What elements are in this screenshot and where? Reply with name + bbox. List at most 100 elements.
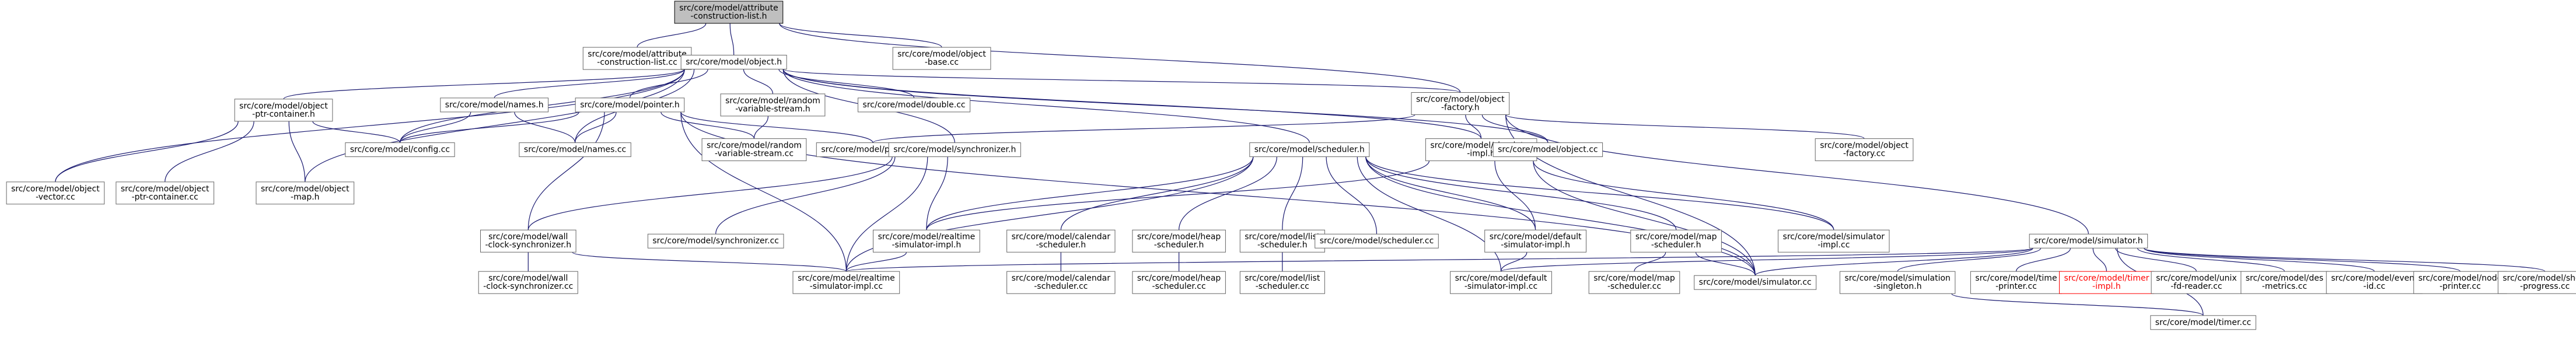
node-box <box>1132 229 1226 253</box>
edge-acl-h-to-factory-h <box>777 18 1461 93</box>
node-box <box>720 93 826 117</box>
file-node-object-h[interactable]: src/core/model/object.h <box>680 55 787 69</box>
file-node-acl-cc[interactable]: src/core/model/attribute-construction-li… <box>582 47 692 70</box>
node-label: src/core/model/scheduler.h <box>1254 145 1365 155</box>
node-box <box>1450 271 1552 294</box>
file-node-opc-h[interactable]: src/core/model/object-ptr-container.h <box>234 99 333 122</box>
file-node-defimpl-cc[interactable]: src/core/model/default-simulator-impl.cc <box>1450 271 1552 294</box>
file-node-timer-cc[interactable]: src/core/model/timer.cc <box>2150 315 2256 330</box>
file-node-rt-cc[interactable]: src/core/model/realtime-simulator-impl.c… <box>792 271 900 294</box>
node-label: src/core/model/synchronizer.h <box>893 145 1016 155</box>
file-node-acl-h[interactable]: src/core/model/attribute-construction-li… <box>674 1 784 24</box>
node-label: src/core/model/object.cc <box>1498 145 1598 155</box>
edge-object-h-to-names-h <box>494 64 687 99</box>
node-label: src/core/model/node <box>2418 274 2502 283</box>
node-box <box>6 181 105 205</box>
node-label: -factory.h <box>1441 103 1480 113</box>
node-label: src/core/model/calendar <box>1012 232 1111 242</box>
node-label: src/core/model/unix <box>2156 274 2236 283</box>
file-node-object-map-h[interactable]: src/core/model/object-map.h <box>256 181 355 205</box>
node-box <box>888 142 1021 158</box>
file-node-double-cc[interactable]: src/core/model/double.cc <box>858 97 971 113</box>
file-node-factory-cc[interactable]: src/core/model/object-factory.cc <box>1815 138 1914 162</box>
node-label: -scheduler.h <box>1651 240 1701 250</box>
file-node-object-base-cc[interactable]: src/core/model/object-base.cc <box>892 47 991 70</box>
file-node-list-cc[interactable]: src/core/model/list-scheduler.cc <box>1239 271 1325 294</box>
edge-acl-h-to-object-h <box>728 18 735 55</box>
file-node-rt-h[interactable]: src/core/model/realtime-simulator-impl.h <box>873 229 980 253</box>
file-node-config-cc[interactable]: src/core/model/config.cc <box>345 142 455 158</box>
edge-pointer-h-to-rvs-cc <box>658 106 755 139</box>
file-node-map-h[interactable]: src/core/model/map-scheduler.h <box>1630 229 1722 253</box>
edge-pointer-h-to-pointer-cc <box>678 106 873 143</box>
file-node-factory-h[interactable]: src/core/model/object-factory.h <box>1411 92 1510 115</box>
node-box <box>792 271 900 294</box>
node-box <box>440 97 549 113</box>
file-node-node-printer-cc[interactable]: src/core/model/node-printer.cc <box>2413 271 2507 294</box>
file-node-object-vector-cc[interactable]: src/core/model/object-vector.cc <box>6 181 105 205</box>
node-label: -impl.h <box>2092 282 2121 291</box>
node-label: src/core/model/simulator.h <box>2034 236 2143 246</box>
node-box <box>116 181 215 205</box>
node-label: -scheduler.h <box>1036 240 1086 250</box>
file-node-opc-cc[interactable]: src/core/model/object-ptr-container.cc <box>116 181 215 205</box>
node-label: src/core/model/pointer.h <box>580 100 680 110</box>
edge-acl-h-to-acl-cc <box>637 18 708 48</box>
edge-simimpl-h-to-defimpl-h <box>1492 155 1536 230</box>
file-node-list-h[interactable]: src/core/model/list-scheduler.h <box>1239 229 1325 253</box>
file-node-wcs-cc[interactable]: src/core/model/wall-clock-synchronizer.c… <box>478 271 578 294</box>
edge-object-h-to-rvs-h <box>741 64 774 94</box>
node-label: -ptr-container.h <box>252 110 315 119</box>
file-node-singleton-h[interactable]: src/core/model/simulation-singleton.h <box>1839 271 1956 294</box>
node-label: -metrics.cc <box>2262 282 2307 291</box>
node-label: src/core/model/heap <box>1137 232 1221 242</box>
edge-pointer-h-to-wcs-h <box>527 106 607 230</box>
file-node-simulator-cc[interactable]: src/core/model/simulator.cc <box>1694 275 1817 290</box>
file-node-cal-h[interactable]: src/core/model/calendar-scheduler.h <box>1006 229 1116 253</box>
file-node-cal-cc[interactable]: src/core/model/calendar-scheduler.cc <box>1006 271 1116 294</box>
node-label: src/core/model/realtime <box>878 232 976 242</box>
edge-sync-h-to-rt-h <box>926 151 950 230</box>
file-node-simulator-h[interactable]: src/core/model/simulator.h <box>2029 233 2148 249</box>
file-node-sync-cc[interactable]: src/core/model/synchronizer.cc <box>647 233 784 249</box>
node-label: -printer.cc <box>1995 282 2037 291</box>
node-label: src/core/model/scheduler.cc <box>1320 236 1434 246</box>
edge-simulator-h-to-defimpl-cc <box>1500 243 2036 272</box>
file-node-names-h[interactable]: src/core/model/names.h <box>440 97 549 113</box>
file-node-show-progress-cc[interactable]: src/core/model/show-progress.cc <box>2497 271 2576 294</box>
node-label: src/core/model/realtime <box>798 274 895 283</box>
node-label: -scheduler.h <box>1154 240 1204 250</box>
file-node-event-id-cc[interactable]: src/core/model/event-id.cc <box>2326 271 2423 294</box>
file-node-des-metrics-cc[interactable]: src/core/model/des-metrics.cc <box>2241 271 2329 294</box>
file-node-names-cc[interactable]: src/core/model/names.cc <box>519 142 631 158</box>
edge-scheduler-h-to-rt-h <box>926 151 1256 230</box>
node-box <box>2151 271 2242 294</box>
edge-scheduler-h-to-list-h <box>1282 151 1305 230</box>
file-node-heap-cc[interactable]: src/core/model/heap-scheduler.cc <box>1132 271 1226 294</box>
node-box <box>519 142 631 158</box>
file-node-rvs-cc[interactable]: src/core/model/random-variable-stream.cc <box>701 138 807 162</box>
node-box <box>1630 229 1722 253</box>
node-label: src/core/model/map <box>1593 274 1675 283</box>
file-node-scheduler-cc[interactable]: src/core/model/scheduler.cc <box>1315 233 1439 249</box>
file-node-map-cc[interactable]: src/core/model/map-scheduler.cc <box>1588 271 1680 294</box>
file-node-time-printer-cc[interactable]: src/core/model/time-printer.cc <box>1970 271 2062 294</box>
file-node-timer-impl-h[interactable]: src/core/model/timer-impl.h <box>2059 271 2154 294</box>
file-node-pointer-h[interactable]: src/core/model/pointer.h <box>575 97 685 113</box>
file-node-sync-h[interactable]: src/core/model/synchronizer.h <box>888 142 1021 158</box>
file-node-scheduler-h[interactable]: src/core/model/scheduler.h <box>1249 142 1370 158</box>
node-label: src/core/model/wall <box>488 232 568 242</box>
node-box <box>2029 233 2148 249</box>
edge-scheduler-h-to-cal-h <box>1060 151 1256 230</box>
file-node-unix-fd-cc[interactable]: src/core/model/unix-fd-reader.cc <box>2151 271 2242 294</box>
node-label: src/core/model/synchronizer.cc <box>652 236 779 246</box>
file-node-wcs-h[interactable]: src/core/model/wall-clock-synchronizer.h <box>480 229 576 253</box>
node-label: src/core/model/config.cc <box>350 145 450 155</box>
node-box <box>1315 233 1439 249</box>
file-node-defimpl-h[interactable]: src/core/model/default-simulator-impl.h <box>1484 229 1586 253</box>
file-node-object-cc[interactable]: src/core/model/object.cc <box>1493 142 1603 158</box>
edge-scheduler-h-to-defimpl-h <box>1363 151 1536 230</box>
file-node-rvs-h[interactable]: src/core/model/random-variable-stream.h <box>720 93 826 117</box>
file-node-simimpl-cc[interactable]: src/core/model/simulator-impl.cc <box>1778 229 1890 253</box>
file-node-heap-h[interactable]: src/core/model/heap-scheduler.h <box>1132 229 1226 253</box>
